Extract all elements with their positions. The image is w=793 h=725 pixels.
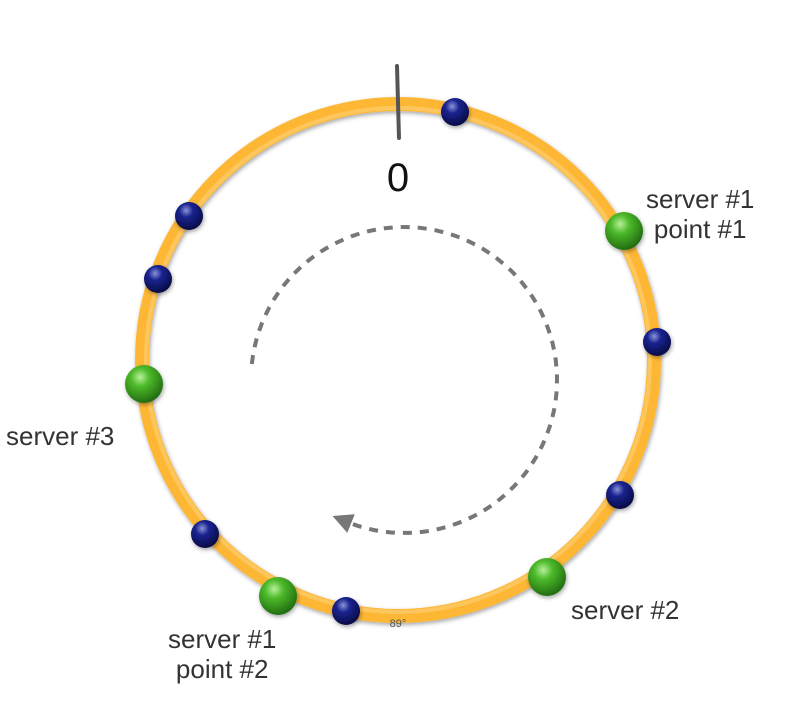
zero-tick-mark — [395, 64, 401, 140]
data-node — [643, 328, 671, 356]
server-node-1-point-2 — [259, 577, 297, 615]
server-2-label: server #2 — [571, 595, 679, 625]
data-node — [606, 481, 634, 509]
data-node — [332, 597, 360, 625]
data-node — [144, 265, 172, 293]
data-node — [175, 202, 203, 230]
rotation-direction-arrow — [249, 224, 560, 535]
server-label-line: server #2 — [571, 595, 680, 625]
data-node — [191, 520, 219, 548]
server-label-line: server #3 — [6, 421, 115, 451]
zero-position-label: 0 — [386, 156, 410, 200]
server-1-point-1-label: server #1 point #1 — [646, 184, 754, 244]
server-1-point-2-label: server #1 point #2 — [168, 624, 276, 684]
point-label-line: point #2 — [175, 654, 269, 684]
server-node-2 — [528, 558, 566, 596]
server-node-3 — [125, 365, 163, 403]
data-node — [441, 98, 469, 126]
server-label-line: server #1 — [168, 624, 277, 654]
server-label-line: server #1 — [646, 184, 755, 214]
point-label-line: point #1 — [653, 214, 747, 244]
small-degree-label: 89° — [389, 618, 407, 630]
server-node-1-point-1 — [605, 212, 643, 250]
server-3-label: server #3 — [6, 421, 114, 451]
